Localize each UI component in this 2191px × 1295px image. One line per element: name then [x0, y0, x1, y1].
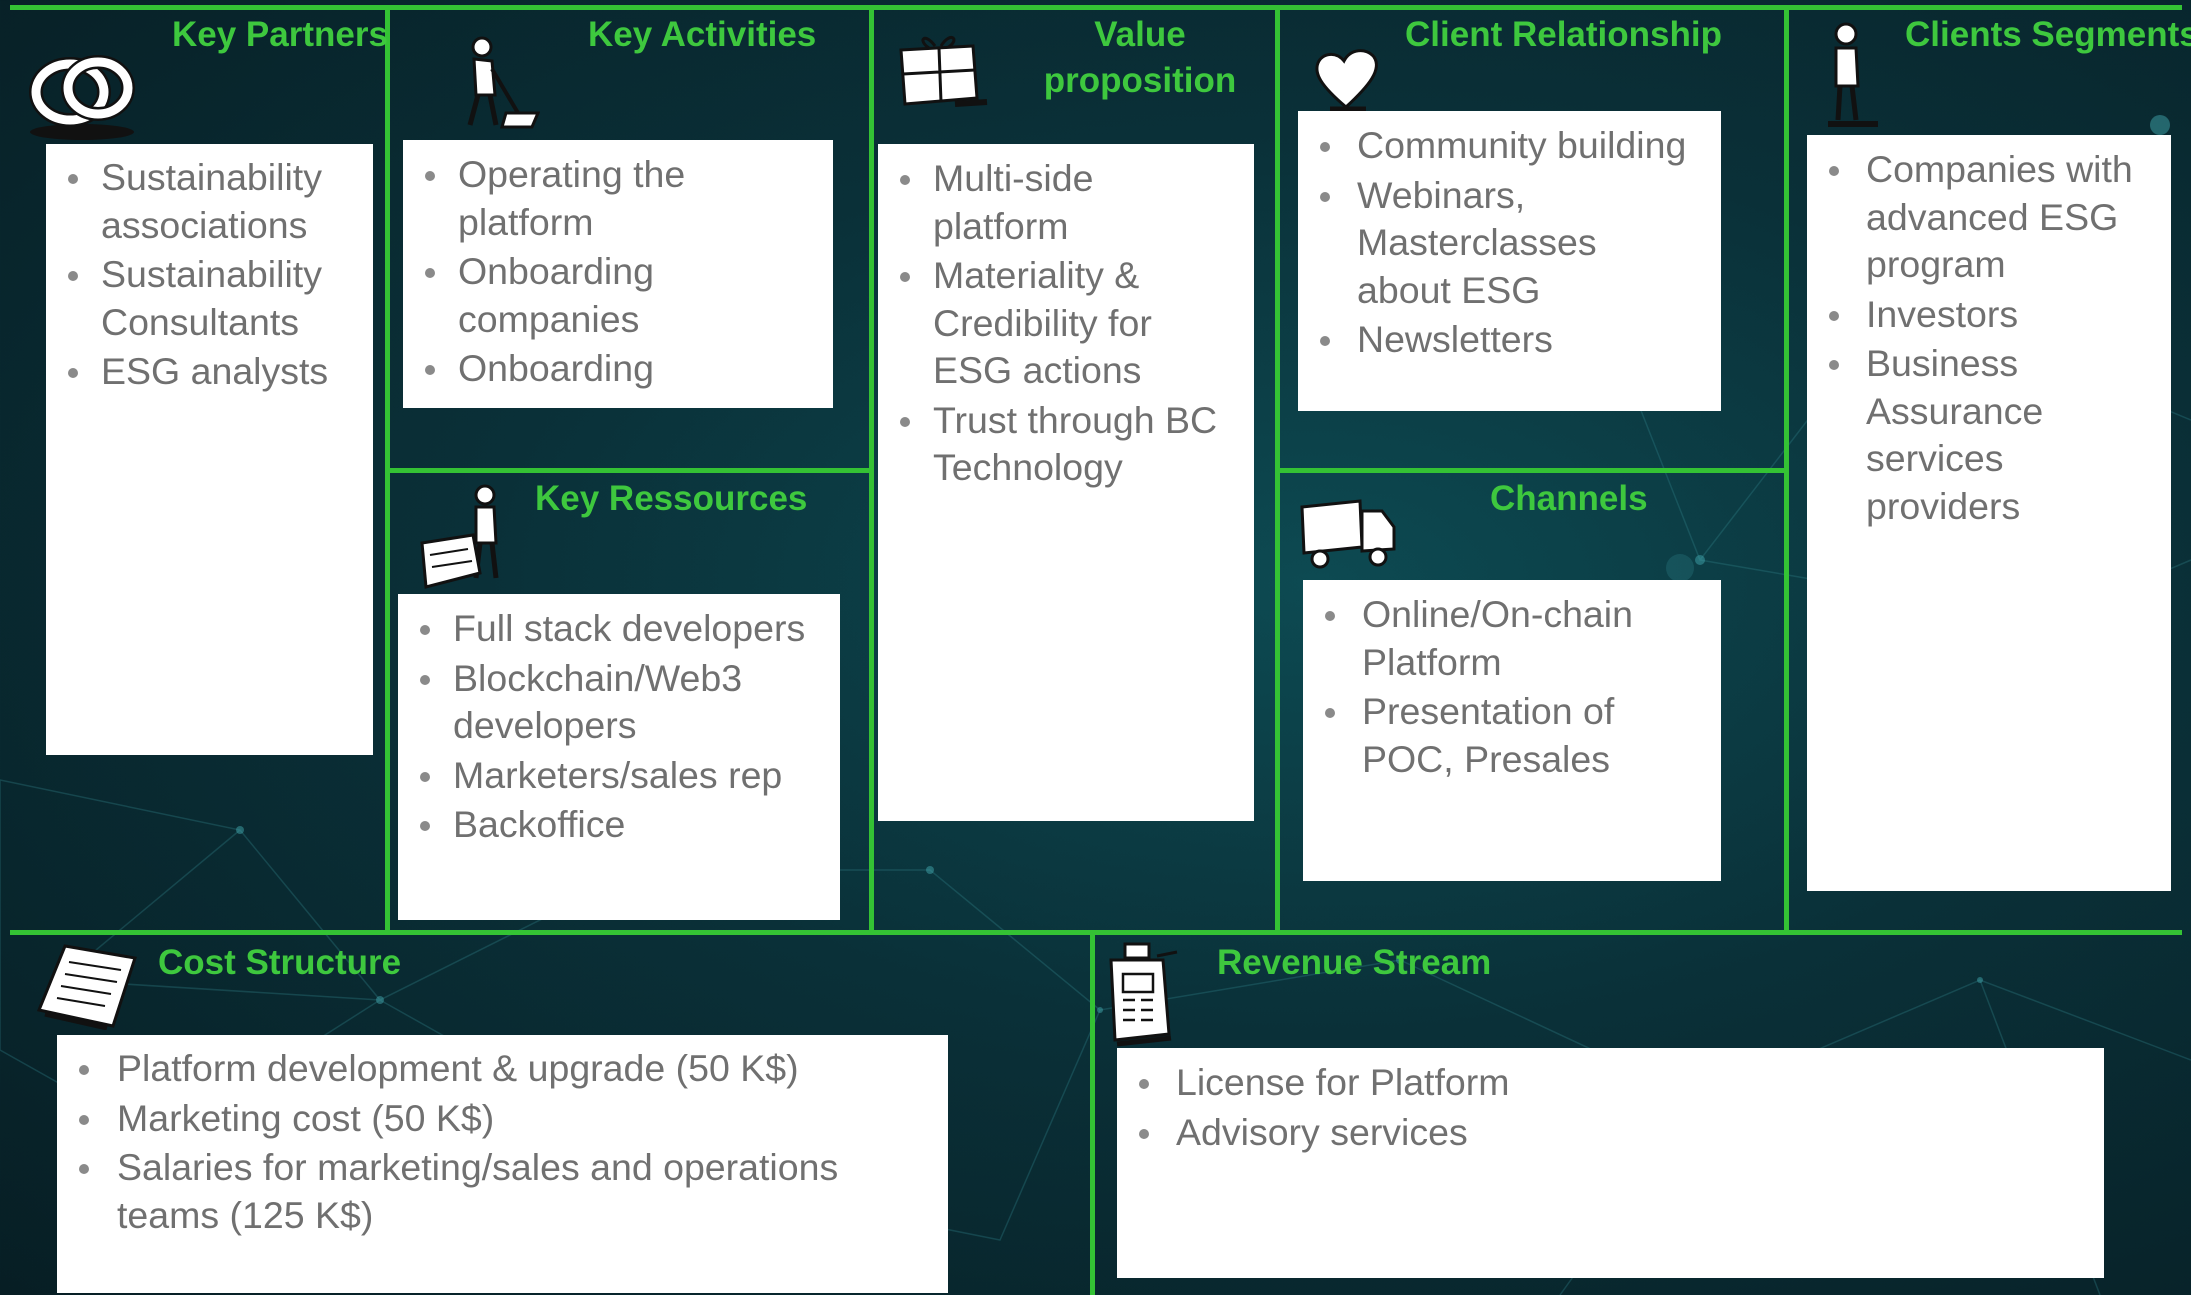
key-partners-title: Key Partners: [172, 15, 388, 54]
rings-icon: [29, 55, 135, 140]
list-item: Advisory services: [1117, 1109, 2104, 1157]
cost-structure-title: Cost Structure: [158, 943, 402, 982]
list-item: ESG analysts: [46, 348, 373, 396]
key-resources-box: Full stack developers Blockchain/Web3 de…: [398, 594, 840, 920]
heart-icon: [1315, 49, 1378, 112]
list-item: Trust through BC Technology: [878, 397, 1254, 492]
list-item: Blockchain/Web3 developers: [398, 655, 840, 750]
list-item: Presentation of POC, Presales: [1303, 688, 1721, 783]
grid-line: [10, 930, 2182, 935]
worker-shovel-icon: [467, 36, 540, 129]
truck-icon: [1300, 499, 1396, 569]
list-item: Community building: [1298, 122, 1721, 170]
list-item: Operating the platform: [403, 151, 833, 246]
list-item: Sustainability Consultants: [46, 251, 373, 346]
list-item: Materiality & Credibility for ESG action…: [878, 252, 1254, 395]
revenue-stream-box: License for Platform Advisory services: [1117, 1048, 2104, 1278]
client-segments-title: Clients Segments: [1905, 15, 2191, 54]
list-item: Multi-side platform: [878, 155, 1254, 250]
grid-line: [1090, 933, 1095, 1295]
list-item: Business Assurance services providers: [1807, 340, 2171, 530]
key-activities-title: Key Activities: [588, 15, 817, 54]
channels-title: Channels: [1490, 479, 1648, 518]
list-item: Marketers/sales rep: [398, 752, 840, 800]
client-segments-box: Companies with advanced ESG program Inve…: [1807, 135, 2171, 891]
list-item: Onboarding: [403, 345, 833, 393]
cost-structure-box: Platform development & upgrade (50 K$) M…: [57, 1035, 948, 1293]
list-item: Online/On-chain Platform: [1303, 591, 1721, 686]
revenue-stream-title: Revenue Stream: [1217, 943, 1492, 982]
grid-line: [1275, 5, 1280, 933]
gift-icon: [899, 36, 988, 107]
list-item: Marketing cost (50 K$): [57, 1095, 948, 1143]
key-resources-title: Key Ressources: [535, 479, 808, 518]
document-icon: [36, 944, 137, 1030]
grid-line: [1784, 5, 1789, 933]
channels-box: Online/On-chain Platform Presentation of…: [1303, 580, 1721, 881]
value-proposition-title: Value proposition: [1043, 15, 1237, 100]
list-item: Backoffice: [398, 801, 840, 849]
person-icon: [1828, 22, 1878, 127]
list-item: Onboarding companies: [403, 248, 833, 343]
list-item: Investors: [1807, 291, 2171, 339]
list-item: Newsletters: [1298, 316, 1721, 364]
key-activities-box: Operating the platform Onboarding compan…: [403, 140, 833, 408]
grid-line: [385, 5, 390, 933]
key-partners-box: Sustainability associations Sustainabili…: [46, 144, 373, 755]
list-item: Webinars, Masterclasses about ESG: [1298, 172, 1721, 315]
worker-cart-icon: [420, 484, 499, 589]
list-item: Platform development & upgrade (50 K$): [57, 1045, 948, 1093]
value-proposition-box: Multi-side platform Materiality & Credib…: [878, 144, 1254, 821]
grid-line: [388, 468, 872, 473]
list-item: Full stack developers: [398, 605, 840, 653]
client-relationship-title: Client Relationship: [1405, 15, 1722, 54]
list-item: License for Platform: [1117, 1059, 2104, 1107]
list-item: Sustainability associations: [46, 154, 373, 249]
grid-line: [1278, 468, 1786, 473]
cash-register-icon: [1109, 942, 1178, 1047]
client-relationship-box: Community building Webinars, Masterclass…: [1298, 111, 1721, 411]
list-item: Salaries for marketing/sales and operati…: [57, 1144, 948, 1239]
list-item: Companies with advanced ESG program: [1807, 146, 2171, 289]
grid-line: [10, 5, 2182, 10]
